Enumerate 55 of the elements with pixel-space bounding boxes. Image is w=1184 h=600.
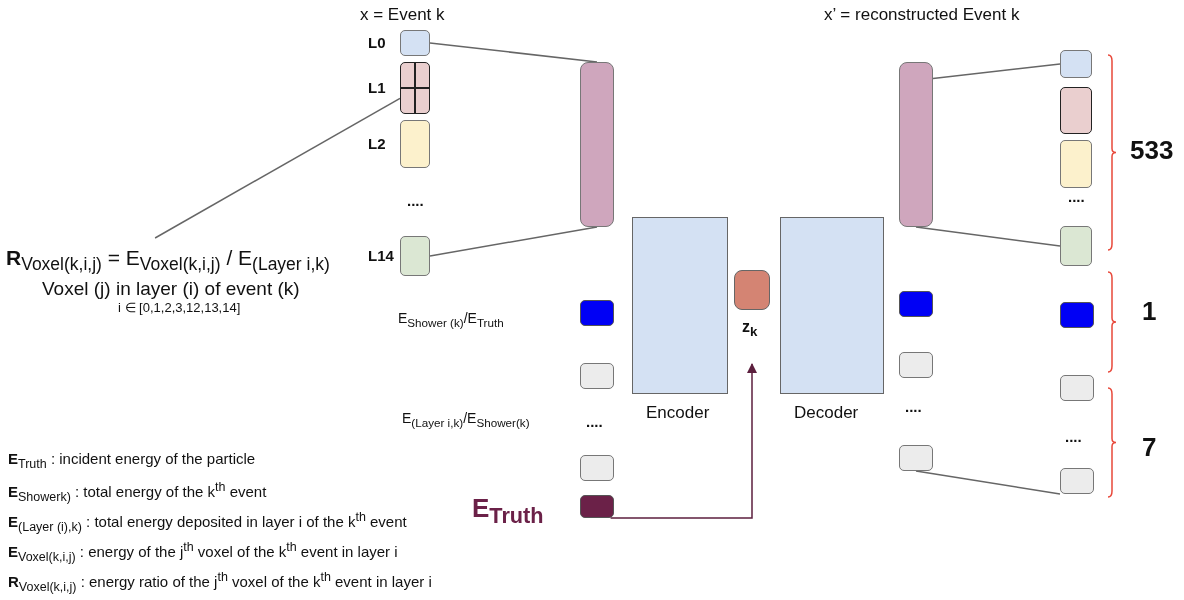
layer-block (1060, 87, 1092, 134)
index-set: i ∈ [0,1,2,3,12,13,14] (118, 300, 241, 315)
definition: E$_{Truth}$ : incident energy of the particle (8, 450, 256, 471)
count-label: 7 (1142, 432, 1157, 463)
output-block (899, 291, 933, 317)
layer-name: L0 (368, 34, 386, 51)
caption: x’ = reconstructed Event k (824, 5, 1020, 25)
ellipsis: .... (407, 192, 424, 209)
output-block (1060, 302, 1094, 328)
block-label: Decoder (794, 403, 859, 423)
layer-name: L1 (368, 79, 386, 96)
ellipsis: .... (1065, 428, 1082, 445)
layer-block (400, 236, 430, 276)
layer-name: L2 (368, 135, 386, 152)
output-block (899, 445, 933, 471)
input-vector-bar (580, 62, 614, 227)
connector-line (154, 97, 401, 239)
voxel-grid-block (400, 62, 430, 114)
count-label: 1 (1142, 296, 1157, 327)
layer-block (1060, 50, 1092, 78)
formula-caption: Voxel (j) in layer (i) of event (k) (42, 278, 300, 300)
layer-block (1060, 226, 1092, 266)
ratio-label: E$_{(Layer i,k)}$/E$_{Shower(k)}$ (402, 410, 530, 429)
connector-line (429, 226, 598, 257)
output-vector-bar (899, 62, 933, 227)
input-block (580, 300, 614, 326)
truth-label: E$_{Truth}$ (472, 493, 544, 530)
ratio-label: E$_{Shower (k)}$/E$_{Truth}$ (398, 310, 504, 329)
layer-block (400, 30, 430, 56)
layer-block (400, 120, 430, 168)
connector-line (932, 63, 1061, 80)
ellipsis: .... (1068, 188, 1085, 205)
definition: E$_{Voxel(k,i,j)}$ : energy of the j$^{th}$ voxel of the k$^{th}$ event in layer i (8, 540, 398, 564)
connector-line (915, 470, 1061, 495)
input-block (580, 455, 614, 481)
latent-label: z$_{k}$ (742, 318, 758, 340)
definition: R$_{Voxel(k,i,j)}$ : energy ratio of the j$^{th}$ voxel of the k$^{th}$ event in layer i (8, 570, 432, 594)
ellipsis: .... (586, 413, 603, 430)
count-label: 533 (1130, 135, 1174, 166)
arrow (609, 362, 758, 519)
connector-line (429, 42, 598, 63)
definition: E$_{Showerk)}$ : total energy of the k$^{th}$ event (8, 480, 267, 504)
output-block (899, 352, 933, 378)
ellipsis: .... (905, 398, 922, 415)
definition: E$_{(Layer (i),k)}$ : total energy deposited in layer i of the k$^{th}$ event (8, 510, 407, 534)
output-block (1060, 375, 1094, 401)
input-block (580, 363, 614, 389)
layer-block (1060, 140, 1092, 188)
input-block (580, 495, 614, 518)
layer-name: L14 (368, 247, 394, 264)
block-label: Encoder (646, 403, 710, 423)
caption: x = Event k (360, 5, 445, 25)
output-block (1060, 468, 1094, 494)
connector-line (915, 226, 1061, 247)
ratio-formula: R$_{Voxel(k,i,j)}$ = E$_{Voxel(k,i,j)}$ / E$_{(Layer i,k)}$ (6, 246, 330, 276)
